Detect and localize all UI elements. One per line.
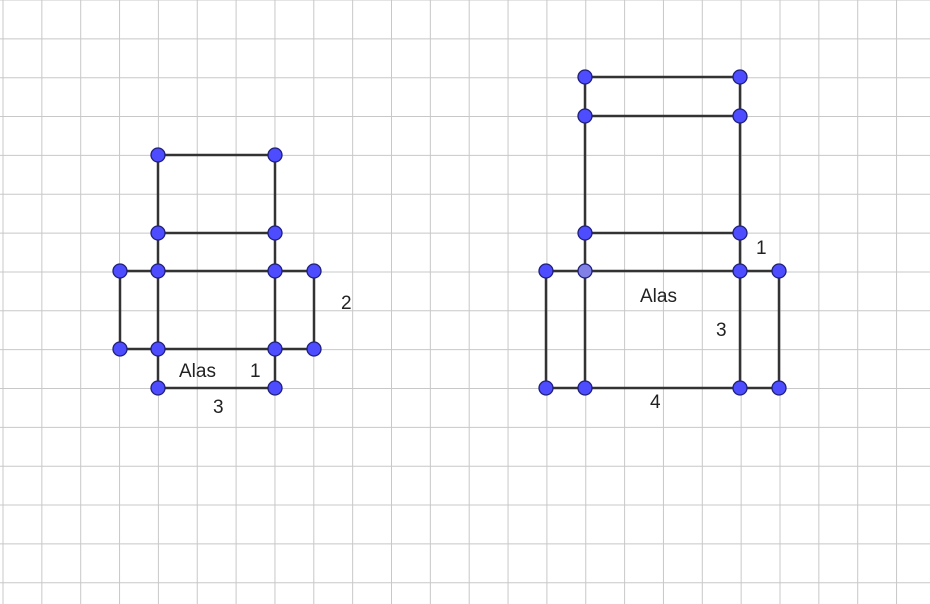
net-right-base-label: 4 xyxy=(650,392,661,413)
net-left[interactable]: Alas 1 3 2 xyxy=(112,147,352,418)
net-right-vertices[interactable] xyxy=(538,69,787,396)
net-right-side-label: 3 xyxy=(716,320,727,341)
vertex-point[interactable] xyxy=(577,225,593,241)
net-right-height-label: 1 xyxy=(756,238,767,259)
vertex-point[interactable] xyxy=(732,108,748,124)
vertex-point[interactable] xyxy=(732,225,748,241)
vertex-point[interactable] xyxy=(577,69,593,85)
net-left-side-label: 2 xyxy=(341,293,352,314)
vertex-point[interactable] xyxy=(771,263,787,279)
vertex-point-selected[interactable] xyxy=(577,263,593,279)
vertex-point[interactable] xyxy=(538,380,554,396)
vertex-point[interactable] xyxy=(267,147,283,163)
vertex-point[interactable] xyxy=(267,263,283,279)
vertex-point[interactable] xyxy=(732,380,748,396)
net-right-alas-label: Alas xyxy=(640,286,677,307)
vertex-point[interactable] xyxy=(112,341,128,357)
net-left-alas-label: Alas xyxy=(179,361,216,382)
vertex-point[interactable] xyxy=(267,380,283,396)
vertex-point[interactable] xyxy=(732,69,748,85)
net-left-height-label: 1 xyxy=(250,361,261,382)
vertex-point[interactable] xyxy=(267,341,283,357)
vertex-point[interactable] xyxy=(577,380,593,396)
vertex-point[interactable] xyxy=(306,341,322,357)
net-left-vertices[interactable] xyxy=(112,147,322,396)
vertex-point[interactable] xyxy=(112,263,128,279)
vertex-point[interactable] xyxy=(577,108,593,124)
net-left-base-label: 3 xyxy=(213,397,224,418)
vertex-point[interactable] xyxy=(732,263,748,279)
vertex-point[interactable] xyxy=(150,341,166,357)
vertex-point[interactable] xyxy=(306,263,322,279)
vertex-point[interactable] xyxy=(150,263,166,279)
net-right[interactable]: Alas 1 3 4 xyxy=(538,69,787,413)
vertex-point[interactable] xyxy=(150,380,166,396)
vertex-point[interactable] xyxy=(267,225,283,241)
vertex-point[interactable] xyxy=(771,380,787,396)
net-left-edges xyxy=(118,153,316,390)
vertex-point[interactable] xyxy=(150,225,166,241)
vertex-point[interactable] xyxy=(150,147,166,163)
vertex-point[interactable] xyxy=(538,263,554,279)
